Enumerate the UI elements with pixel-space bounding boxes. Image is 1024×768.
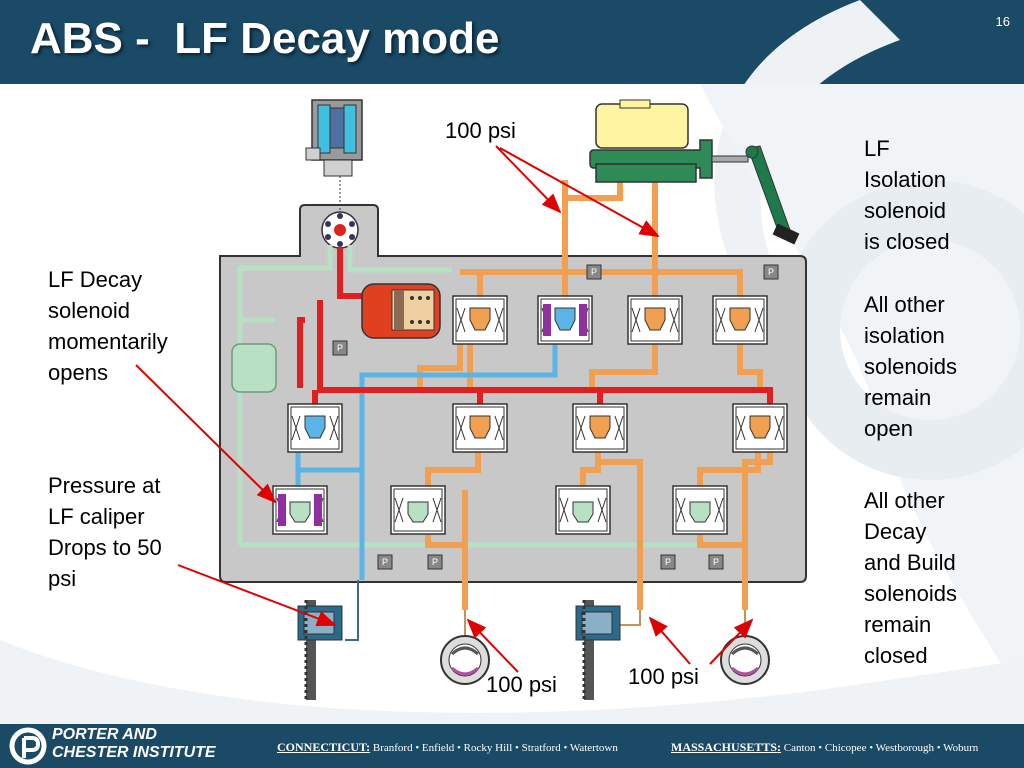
pump-motor bbox=[305, 99, 363, 212]
return-lines bbox=[237, 245, 740, 548]
page-number: 16 bbox=[995, 14, 1010, 29]
pressure-label-bottom-right: 100 psi bbox=[628, 664, 699, 689]
pressure-sensors: P P P P P P P bbox=[332, 264, 779, 570]
drum-brake-right-rear bbox=[720, 635, 770, 685]
accumulator bbox=[231, 343, 277, 393]
note-other-decay-build-solenoids: All other Decay and Build solenoids rema… bbox=[864, 488, 957, 668]
apply-lines bbox=[417, 180, 773, 610]
pressure-label-top: 100 psi bbox=[445, 118, 516, 143]
solenoid-row-top bbox=[452, 295, 768, 345]
port-marker: P bbox=[337, 343, 343, 353]
brake-pedal bbox=[745, 145, 800, 245]
slide-footer: PORTER AND CHESTER INSTITUTE CONNECTICUT… bbox=[0, 724, 1024, 768]
port-marker: P bbox=[665, 557, 671, 567]
caliper-right-front bbox=[575, 600, 621, 700]
porter-chester-logo-icon bbox=[9, 727, 47, 765]
port-marker: P bbox=[432, 557, 438, 567]
caliper-left-front bbox=[297, 600, 343, 700]
pressure-label-bottom-left: 100 psi bbox=[486, 672, 557, 697]
solenoid-row-bottom bbox=[272, 485, 728, 535]
high-pressure-lines bbox=[297, 248, 773, 405]
note-lf-decay-solenoid: LF Decay solenoid momentarily opens bbox=[48, 267, 168, 385]
pump bbox=[321, 211, 359, 249]
solenoid-row-middle bbox=[287, 403, 788, 453]
master-cylinder bbox=[589, 99, 749, 183]
logo-text: PORTER AND CHESTER INSTITUTE bbox=[52, 726, 216, 761]
drum-brake-left-rear bbox=[440, 635, 490, 685]
slide-title: ABS - LF Decay mode bbox=[30, 14, 500, 63]
annotation-arrows bbox=[135, 145, 754, 673]
locations-connecticut: CONNECTICUT: Branford • Enfield • Rocky … bbox=[277, 740, 618, 754]
port-marker: P bbox=[591, 267, 597, 277]
note-lf-caliper-pressure: Pressure at LF caliper Drops to 50 psi bbox=[48, 473, 162, 591]
lf-brake-line bbox=[345, 580, 359, 641]
port-marker: P bbox=[768, 267, 774, 277]
note-other-isolation-solenoids: All other isolation solenoids remain ope… bbox=[864, 292, 957, 441]
port-marker: P bbox=[713, 557, 719, 567]
port-marker: P bbox=[382, 557, 388, 567]
locations-massachusetts: MASSACHUSETTS: Canton • Chicopee • Westb… bbox=[671, 740, 979, 754]
damper-chamber bbox=[361, 283, 441, 339]
note-lf-isolation-solenoid: LF Isolation solenoid is closed bbox=[864, 136, 950, 254]
